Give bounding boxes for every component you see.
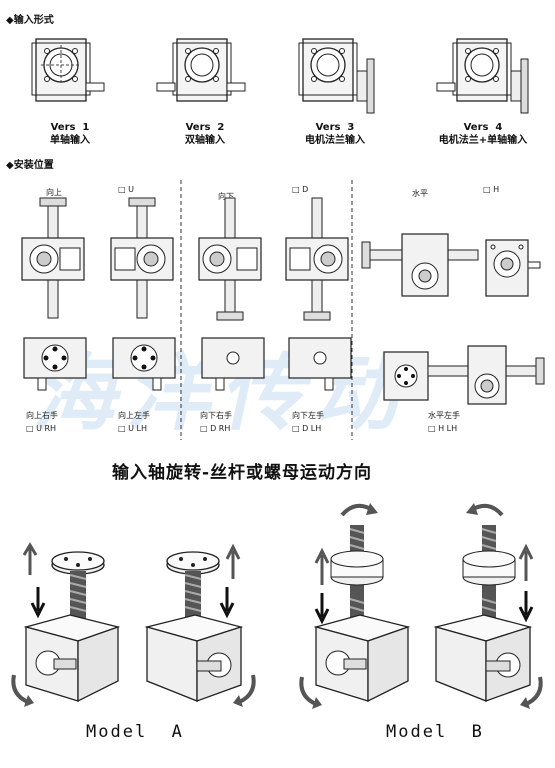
pos-down-lh-code: □ D LH	[292, 424, 322, 433]
pos-down-rh-caption: 向下右手 □ D RH	[200, 410, 270, 433]
gearbox-vers1-drawing	[31, 38, 105, 102]
vers1-code: Vers 1	[50, 122, 90, 133]
pos-up-rh-name: 向上右手	[26, 411, 58, 420]
vers4-caption: Vers 4 电机法兰+单轴输入	[418, 121, 548, 147]
section-mounting-title: ◆安装位置	[6, 160, 54, 171]
vers4-name: 电机法兰+单轴输入	[438, 135, 528, 146]
pos-down-rh-name: 向下右手	[200, 411, 232, 420]
mount-up-lh-top-view	[112, 337, 176, 391]
pos-up-rh-code: □ U RH	[26, 424, 57, 433]
pos-up-code: □ U	[118, 185, 134, 194]
pos-horizontal-code: □ H	[483, 185, 500, 194]
model-a-left-illustration	[11, 542, 121, 707]
pos-down-code: □ D	[292, 185, 309, 194]
main-title: 输入轴旋转-丝杆或螺母运动方向	[112, 463, 373, 483]
mount-horizontal-side-view	[361, 233, 479, 297]
vers1-caption: Vers 1 单轴输入	[20, 121, 120, 147]
pos-horizontal-label: 水平	[412, 189, 428, 198]
vers1-name: 单轴输入	[50, 135, 90, 146]
mount-down-side-view-1	[198, 197, 262, 321]
gearbox-vers4-drawing	[436, 38, 529, 114]
model-b-right-illustration	[433, 503, 543, 709]
pos-horizontal-lh-caption: 水平左手 □ H LH	[428, 410, 508, 433]
model-a-right-illustration	[144, 543, 256, 707]
mount-up-side-view-2	[110, 197, 174, 319]
pos-down-label: 向下	[218, 192, 234, 201]
mount-horizontal-front-view	[485, 239, 541, 297]
gearbox-vers3-drawing	[298, 38, 375, 114]
mount-down-lh-top-view	[288, 337, 352, 391]
model-a-label: Model A	[86, 722, 184, 742]
pos-up-label: 向上	[46, 188, 62, 197]
pos-horizontal-lh-name: 水平左手	[428, 411, 460, 420]
mount-down-rh-top-view	[201, 337, 265, 391]
vers3-name: 电机法兰输入	[305, 135, 365, 146]
pos-up-rh-caption: 向上右手 □ U RH	[26, 410, 96, 433]
vers2-caption: Vers 2 双轴输入	[155, 121, 255, 147]
pos-horizontal-lh-code: □ H LH	[428, 424, 458, 433]
pos-down-lh-name: 向下左手	[292, 411, 324, 420]
pos-up-lh-name: 向上左手	[118, 411, 150, 420]
pos-down-rh-code: □ D RH	[200, 424, 231, 433]
model-b-label: Model B	[386, 722, 484, 742]
vers3-code: Vers 3	[315, 122, 355, 133]
mount-horizontal-lh-front-view	[383, 351, 429, 401]
vers4-code: Vers 4	[463, 122, 503, 133]
mount-down-side-view-2	[285, 197, 349, 321]
vers3-caption: Vers 3 电机法兰输入	[280, 121, 390, 147]
mount-up-side-view-1	[21, 197, 85, 319]
mount-up-rh-top-view	[23, 337, 87, 391]
section-input-forms-title: ◆输入形式	[6, 15, 54, 26]
pos-down-lh-caption: 向下左手 □ D LH	[292, 410, 362, 433]
pos-up-lh-caption: 向上左手 □ U LH	[118, 410, 188, 433]
pos-up-lh-code: □ U LH	[118, 424, 147, 433]
mount-horizontal-lh-side-view	[427, 345, 545, 405]
model-b-left-illustration	[299, 503, 411, 709]
separator-line-1	[180, 180, 182, 440]
gearbox-vers2-drawing	[156, 38, 246, 102]
vers2-code: Vers 2	[185, 122, 225, 133]
separator-line-2	[351, 180, 353, 440]
vers2-name: 双轴输入	[185, 135, 225, 146]
